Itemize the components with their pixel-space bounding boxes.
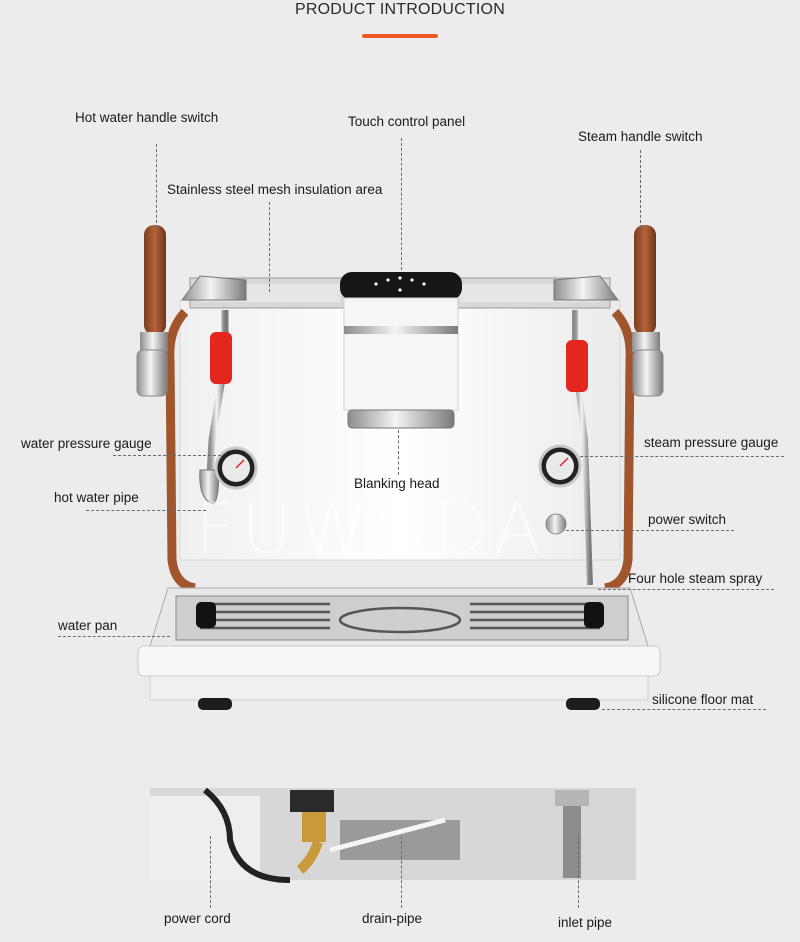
leader-power-cord: [210, 836, 211, 908]
left-wood-trim: [165, 308, 196, 593]
label-water-pressure-gauge: water pressure gauge: [21, 436, 152, 451]
steam-handle: [634, 225, 656, 335]
leader-mesh-area: [269, 202, 270, 292]
label-blanking-head: Blanking head: [354, 476, 440, 491]
label-touch-control-panel: Touch control panel: [348, 114, 466, 129]
page-title: PRODUCT INTRODUCTION: [295, 1, 505, 18]
leader-touch-panel: [401, 138, 402, 270]
hot-water-handle: [144, 225, 166, 335]
leader-hot-water-pipe: [86, 510, 206, 511]
label-steam-pressure-gauge: steam pressure gauge: [644, 435, 779, 450]
leader-steam-spray: [598, 589, 774, 590]
label-four-hole-steam-spray: Four hole steam spray: [628, 571, 763, 586]
leader-drain-pipe: [401, 836, 402, 908]
leader-inlet-pipe: [578, 836, 579, 908]
leader-power-switch: [566, 530, 734, 531]
label-drain-pipe: drain-pipe: [362, 911, 423, 926]
right-wood-trim: [604, 308, 635, 593]
power-switch-shape: [545, 513, 567, 535]
label-stainless-mesh-area: Stainless steel mesh insulation area: [167, 182, 383, 197]
leader-steam-handle: [640, 150, 641, 228]
leader-hot-water-handle: [156, 144, 157, 228]
foot-right: [566, 698, 600, 710]
label-silicone-floor-mat: silicone floor mat: [652, 692, 754, 707]
steam-pipe-shape: [572, 310, 593, 586]
label-steam-handle-switch: Steam handle switch: [578, 129, 703, 144]
label-power-switch: power switch: [648, 512, 727, 527]
label-hot-water-handle-switch: Hot water handle switch: [75, 110, 219, 125]
right-bracket: [553, 275, 619, 301]
power-cord-shape: [203, 787, 291, 883]
label-hot-water-pipe: hot water pipe: [54, 490, 139, 505]
left-bracket: [181, 275, 247, 301]
foot-left: [198, 698, 232, 710]
label-power-cord: power cord: [164, 911, 231, 926]
inlet-pipe-shape: [563, 790, 581, 878]
leader-water-pan: [58, 636, 170, 637]
water-pan-front: [137, 645, 661, 677]
label-inlet-pipe: inlet pipe: [558, 915, 613, 930]
group-head: [343, 297, 459, 411]
leader-steam-gauge: [580, 456, 784, 457]
brand-watermark: FUWODA: [195, 488, 548, 570]
label-water-pan: water pan: [58, 618, 118, 633]
control-panel-top: [340, 272, 462, 300]
leader-blanking-head: [398, 430, 399, 475]
title-underline: [362, 34, 438, 38]
leader-water-gauge: [113, 455, 221, 456]
leader-floor-mat: [602, 709, 766, 710]
drain-pipe-shape: [329, 817, 446, 853]
